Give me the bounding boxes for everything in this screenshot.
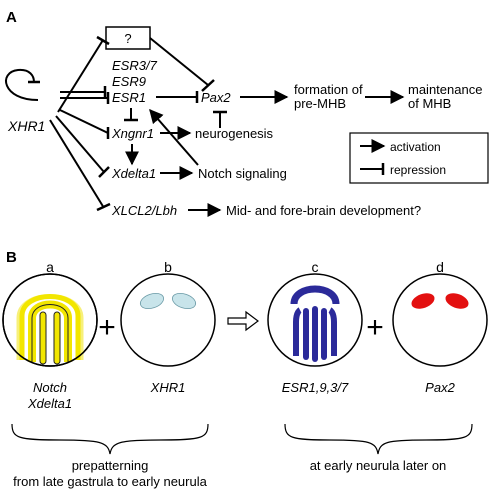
plus-sign-2: + bbox=[366, 311, 384, 344]
xhr1-represses-xngnr1 bbox=[59, 109, 109, 134]
prepatterning-period-label: from late gastrula to early neurula bbox=[13, 474, 207, 489]
maintenance-label-1: maintenance bbox=[408, 82, 482, 97]
legend-repression-label: repression bbox=[390, 163, 446, 177]
notch-signaling-label: Notch signaling bbox=[198, 166, 287, 181]
maintenance-label-2: of MHB bbox=[408, 96, 451, 111]
embryo-notch-xdelta1 bbox=[2, 273, 98, 367]
xdelta1-node: Xdelta1 bbox=[111, 166, 156, 181]
formation-label-1: formation of bbox=[294, 82, 363, 97]
letter-d: d bbox=[436, 259, 444, 275]
esr9-node: ESR9 bbox=[112, 74, 146, 89]
unknown-factor-label: ? bbox=[124, 31, 131, 46]
label-xhr1: XHR1 bbox=[150, 380, 186, 395]
legend-activation-label: activation bbox=[390, 140, 441, 154]
label-notch: Notch bbox=[33, 380, 67, 395]
bracket-left bbox=[11, 423, 209, 455]
embryo-xhr1 bbox=[120, 273, 216, 367]
label-xdelta1: Xdelta1 bbox=[27, 396, 72, 411]
esr37-node: ESR3/7 bbox=[112, 58, 158, 73]
xngnr1-node: Xngnr1 bbox=[111, 126, 154, 141]
label-pax2: Pax2 bbox=[425, 380, 455, 395]
letter-b: b bbox=[164, 259, 172, 275]
panel-a-label: A bbox=[6, 9, 17, 26]
xhr1-node: XHR1 bbox=[7, 118, 45, 134]
panel-b-label: B bbox=[6, 249, 17, 266]
letter-a: a bbox=[46, 259, 54, 275]
notch-activates-esr1 bbox=[149, 108, 199, 166]
letter-c: c bbox=[312, 259, 319, 275]
unknown-represses-pax2 bbox=[149, 37, 209, 86]
xhr1-represses-xlcl2 bbox=[49, 119, 105, 209]
neurogenesis-label: neurogenesis bbox=[195, 126, 274, 141]
label-esr: ESR1,9,3/7 bbox=[282, 380, 349, 395]
transition-arrow bbox=[227, 310, 259, 332]
pax2-node: Pax2 bbox=[201, 90, 231, 105]
xhr1-represses-unknown bbox=[57, 39, 104, 113]
xhr1-represses-xdelta1 bbox=[55, 115, 105, 173]
bracket-right bbox=[284, 423, 473, 455]
embryo-esr bbox=[267, 273, 363, 367]
early-neurula-label: at early neurula later on bbox=[310, 458, 447, 473]
xlcl2-node: XLCL2/Lbh bbox=[111, 203, 177, 218]
embryo-pax2 bbox=[392, 273, 488, 367]
brain-development-label: Mid- and fore-brain development? bbox=[226, 203, 421, 218]
plus-sign-1: + bbox=[98, 311, 116, 344]
esr1-node: ESR1 bbox=[112, 90, 146, 105]
xhr1-self-repression bbox=[5, 68, 39, 101]
prepatterning-label: prepatterning bbox=[72, 458, 149, 473]
formation-label-2: pre-MHB bbox=[294, 96, 346, 111]
